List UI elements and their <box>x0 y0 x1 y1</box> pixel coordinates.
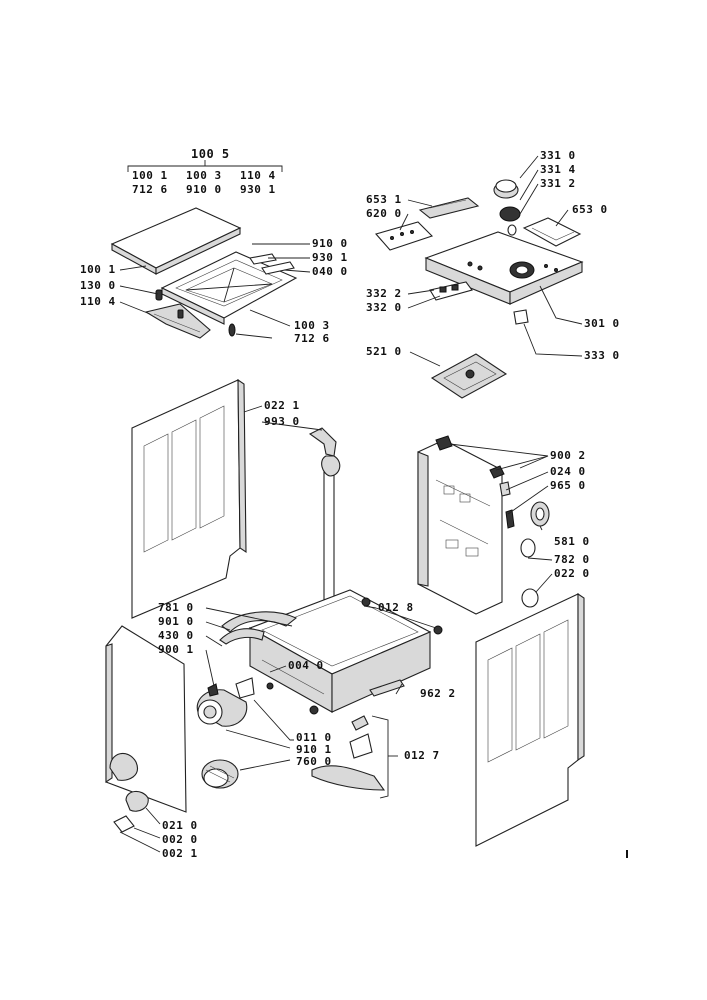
part-label-962-2: 962 2 <box>420 687 456 700</box>
hose-781 <box>219 611 298 645</box>
header-row2-c: 930 1 <box>240 183 276 196</box>
group-label-100-5: 100 5 <box>191 147 230 161</box>
part-label-900-2: 900 2 <box>550 449 586 462</box>
rear-panel <box>417 435 515 615</box>
part-label-712-6: 712 6 <box>294 332 330 345</box>
part-label-004-0: 004 0 <box>288 659 324 672</box>
part-label-040-0: 040 0 <box>312 265 348 278</box>
part-label-333-0: 333 0 <box>584 349 620 362</box>
front-panel <box>105 625 187 813</box>
part-label-021-0: 021 0 <box>162 819 198 832</box>
part-label-024-0: 024 0 <box>550 465 586 478</box>
header-row2-a: 712 6 <box>132 183 168 196</box>
part-label-100-3: 100 3 <box>294 319 330 332</box>
part-label-100-1: 100 1 <box>80 263 116 276</box>
part-label-130-0: 130 0 <box>80 279 116 292</box>
part-label-002-0: 002 0 <box>162 833 198 846</box>
part-label-993-0: 993 0 <box>264 415 300 428</box>
header-brace <box>127 160 283 172</box>
part-label-782-0: 782 0 <box>554 553 590 566</box>
part-label-301-0: 301 0 <box>584 317 620 330</box>
part-label-521-0: 521 0 <box>366 345 402 358</box>
feet-parts <box>113 679 405 833</box>
part-label-581-0: 581 0 <box>554 535 590 548</box>
leader-lines-lower <box>119 405 553 853</box>
control-panel-assembly <box>375 179 584 399</box>
leader-lines-top-right <box>399 155 583 367</box>
part-label-760-0: 760 0 <box>296 755 332 768</box>
part-label-430-0: 430 0 <box>158 629 194 642</box>
side-panel-right <box>475 592 585 847</box>
part-label-011-0: 011 0 <box>296 731 332 744</box>
part-label-910-1: 910 1 <box>296 743 332 756</box>
part-label-781-0: 781 0 <box>158 601 194 614</box>
header-row1-c: 110 4 <box>240 169 276 182</box>
part-label-331-0: 331 0 <box>540 149 576 162</box>
part-label-332-0: 332 0 <box>366 301 402 314</box>
part-label-965-0: 965 0 <box>550 479 586 492</box>
part-label-332-2: 332 2 <box>366 287 402 300</box>
drain-hose <box>308 427 341 615</box>
leader-lines-top-left <box>119 243 311 339</box>
part-label-110-4: 110 4 <box>80 295 116 308</box>
part-label-012-8: 012 8 <box>378 601 414 614</box>
part-label-012-7: 012 7 <box>404 749 440 762</box>
part-label-022-0: 022 0 <box>554 567 590 580</box>
part-label-930-1: 930 1 <box>312 251 348 264</box>
part-label-022-1: 022 1 <box>264 399 300 412</box>
part-label-331-4: 331 4 <box>540 163 576 176</box>
page-mark <box>626 850 628 858</box>
header-row1-a: 100 1 <box>132 169 168 182</box>
side-panel-left <box>131 378 247 619</box>
part-label-653-1: 653 1 <box>366 193 402 206</box>
part-label-653-0: 653 0 <box>572 203 608 216</box>
header-row1-b: 100 3 <box>186 169 222 182</box>
pump-assembly <box>196 677 255 789</box>
part-label-620-0: 620 0 <box>366 207 402 220</box>
header-row2-b: 910 0 <box>186 183 222 196</box>
right-small-parts <box>520 501 550 608</box>
lid-assembly <box>110 207 298 339</box>
part-label-002-1: 002 1 <box>162 847 198 860</box>
part-label-331-2: 331 2 <box>540 177 576 190</box>
base-frame <box>248 589 443 715</box>
part-label-910-0-top: 910 0 <box>312 237 348 250</box>
part-label-900-1: 900 1 <box>158 643 194 656</box>
part-label-901-0: 901 0 <box>158 615 194 628</box>
